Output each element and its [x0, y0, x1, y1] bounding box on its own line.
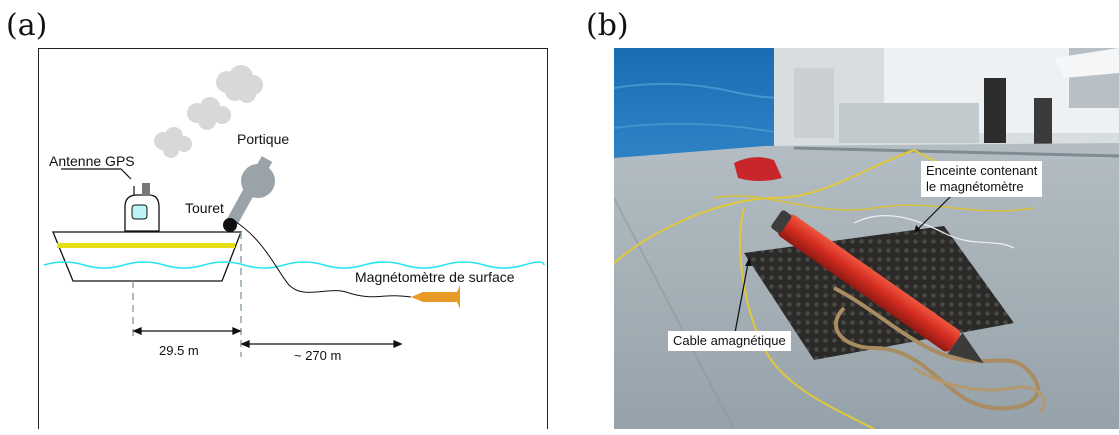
enclosure-label: Enceinte contenant le magnétomètre: [921, 161, 1043, 197]
boat-hull: [52, 231, 242, 282]
cable-label: Cable amagnétique: [668, 331, 791, 351]
deck-photo-illustration: [614, 48, 1119, 429]
hull-stripe: [57, 243, 235, 248]
gps-antenna-icon: [142, 183, 150, 196]
boat-cabin: [124, 183, 160, 232]
rope: [833, 286, 1040, 411]
dimension-arrow-cable: [240, 340, 403, 348]
cable-length-label: ~ 270 m: [294, 348, 341, 363]
dimension-arrow-boat: [132, 327, 242, 335]
life-jacket: [734, 157, 782, 181]
magnetometer-enclosure: [771, 210, 984, 364]
antenna-label: Antenne GPS: [49, 153, 135, 169]
panel-a-label: (a): [6, 8, 48, 43]
tow-cable: [232, 219, 412, 298]
panel-b-label: (b): [586, 8, 629, 43]
antenna-leader-line: [61, 168, 132, 180]
water-line: [43, 261, 545, 269]
smoke-cloud-large: [216, 65, 263, 103]
winch-icon: [223, 218, 237, 232]
smoke-cloud-small: [154, 127, 192, 158]
cabin-window: [131, 204, 148, 220]
magnetometer-icon: [411, 285, 460, 309]
magnetometer-label: Magnétomètre de surface: [355, 269, 515, 285]
enclosure-label-line2: le magnétomètre: [926, 179, 1024, 194]
gantry-label: Portique: [237, 131, 289, 147]
smoke-cloud-medium: [187, 97, 231, 130]
smoke-clouds: [154, 65, 263, 158]
ship-superstructure: [774, 48, 1119, 153]
diagram-frame: Antenne GPS Portique Touret Magnétomètre…: [38, 48, 548, 429]
boat-offset-label: 29.5 m: [159, 343, 199, 358]
gantry-icon: [225, 156, 275, 227]
deck-photo: Enceinte contenant le magnétomètre Cable…: [614, 48, 1119, 429]
enclosure-label-line1: Enceinte contenant: [926, 163, 1038, 178]
cable-leader-line: [733, 257, 750, 339]
winch-label: Touret: [185, 200, 224, 216]
magnetometer-tow-diagram: Antenne GPS Portique Touret Magnétomètre…: [43, 65, 545, 363]
